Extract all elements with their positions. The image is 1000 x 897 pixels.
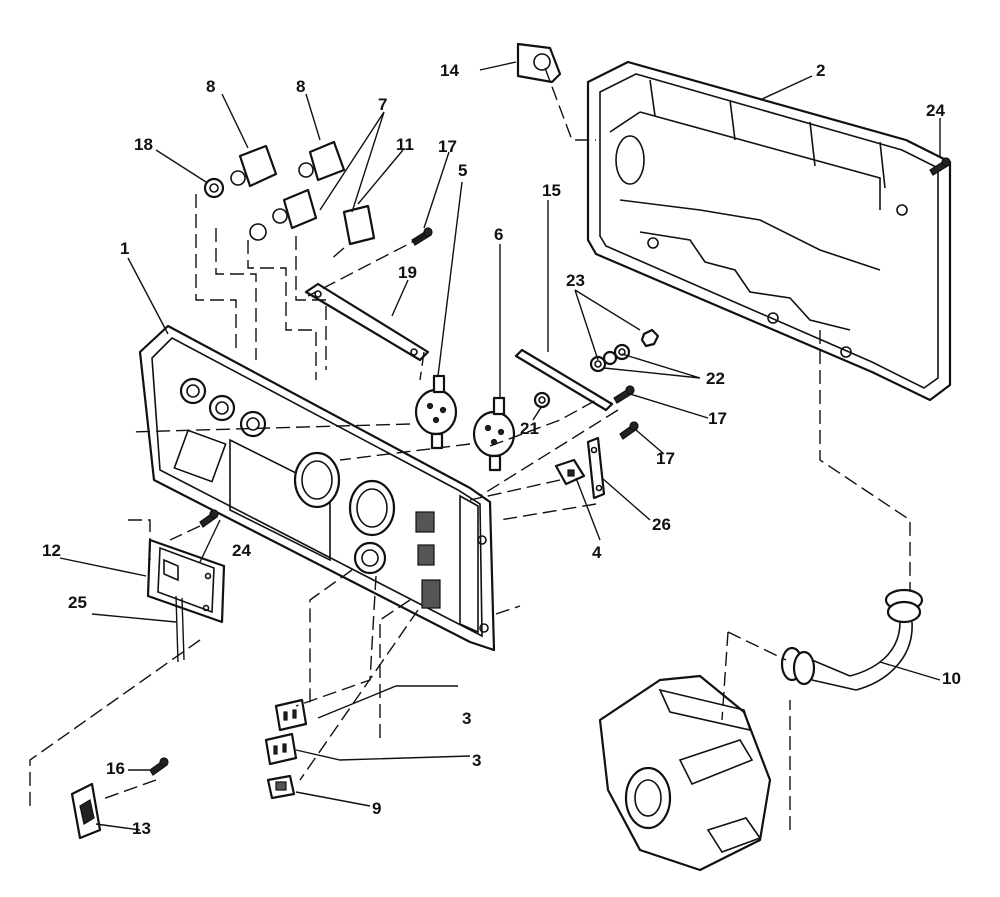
- part-14-grommet: [516, 42, 562, 84]
- callout-8-left: 8: [206, 77, 215, 96]
- callout-3-upper: 3: [462, 709, 471, 728]
- part-13-switch-bracket: [70, 782, 102, 840]
- callout-14: 14: [440, 61, 459, 80]
- engine-cover-housing: [598, 674, 772, 872]
- leader-lines: [59, 61, 941, 831]
- callout-2: 2: [816, 61, 825, 80]
- part-17-screw-mid: [613, 385, 635, 404]
- callout-26: 26: [652, 515, 671, 534]
- callout-1: 1: [120, 239, 129, 258]
- callout-21: 21: [520, 419, 539, 438]
- part-26-bracket: [586, 436, 606, 500]
- part-15-strip: [514, 348, 614, 412]
- part-9-switch: [266, 774, 296, 800]
- part-3-outlet-lower: [264, 732, 298, 766]
- callout-25: 25: [68, 593, 87, 612]
- part-10-cable-grommet: [780, 588, 924, 691]
- callout-5: 5: [458, 161, 467, 180]
- part-21-nut: [533, 391, 551, 409]
- part-23-nuts: [602, 328, 660, 366]
- callout-23: 23: [566, 271, 585, 290]
- callout-4: 4: [592, 543, 602, 562]
- part-3-outlet-upper: [274, 698, 308, 732]
- part-19-bracket-bar: [304, 282, 430, 362]
- callout-labels: 1 2 3 3 4 5 6 7 8 8 9 10 11 12 13 14 15 …: [42, 61, 961, 838]
- part-17-screw-lower: [619, 421, 639, 440]
- callout-24-top: 24: [926, 101, 945, 120]
- part-24-screw-lower: [199, 509, 219, 528]
- part-2-rear-housing: [586, 60, 952, 402]
- callout-10: 10: [942, 669, 961, 688]
- part-25-wire: [175, 595, 185, 663]
- callout-15: 15: [542, 181, 561, 200]
- part-8-switch-left: [230, 144, 278, 188]
- callout-13: 13: [132, 819, 151, 838]
- callout-22: 22: [706, 369, 725, 388]
- part-1-front-panel: [138, 324, 496, 652]
- callout-8-right: 8: [296, 77, 305, 96]
- callout-7: 7: [378, 95, 387, 114]
- part-4-block: [554, 458, 586, 486]
- callout-16: 16: [106, 759, 125, 778]
- part-11-cap: [342, 204, 376, 246]
- part-12-plate: [146, 538, 226, 624]
- callout-3-lower: 3: [472, 751, 481, 770]
- part-18-knob: [203, 177, 225, 199]
- callout-19: 19: [398, 263, 417, 282]
- callout-6: 6: [494, 225, 503, 244]
- callout-9: 9: [372, 799, 381, 818]
- callout-12: 12: [42, 541, 61, 560]
- callout-24-lower: 24: [232, 541, 251, 560]
- callout-17-top: 17: [438, 137, 457, 156]
- assembly-guides: [29, 67, 911, 830]
- part-5-receptacle: [414, 374, 458, 450]
- callout-17-lower: 17: [656, 449, 675, 468]
- part-24-screw-top: [929, 157, 951, 176]
- callout-17-mid: 17: [708, 409, 727, 428]
- part-6-receptacle: [472, 396, 516, 472]
- callout-18: 18: [134, 135, 153, 154]
- part-7-switch-lower: [249, 188, 318, 241]
- part-8-switch-right: [298, 140, 346, 182]
- callout-11: 11: [396, 135, 414, 154]
- part-16-screw: [149, 757, 169, 776]
